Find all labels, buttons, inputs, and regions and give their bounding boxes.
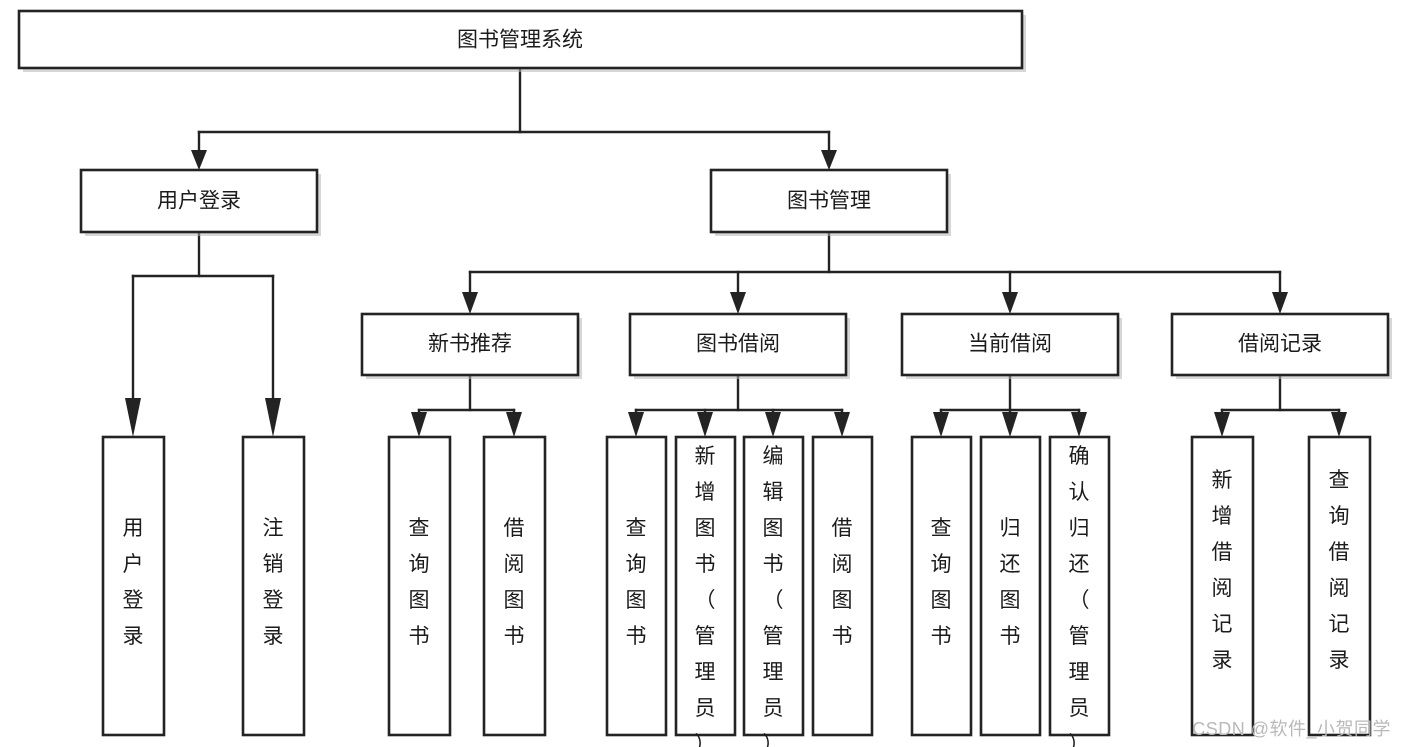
arrow-leaf-currentborrow-2 <box>1002 412 1018 437</box>
book-borrow-rect[interactable] <box>628 312 848 377</box>
leaf-label: 新增借阅记录 <box>1212 469 1233 672</box>
leaf-user-login-1[interactable]: 用户登录 <box>101 435 166 737</box>
leaf-label: 新增图书（管理员） <box>695 445 716 747</box>
node-current-borrow[interactable]: 当前借阅 <box>900 312 1122 379</box>
arrow-book-manage <box>821 150 837 170</box>
leaf-label: 查询图书 <box>626 517 647 648</box>
leaf-label: 查询图书 <box>931 517 952 648</box>
arrow-bookborrow <box>730 292 746 314</box>
leaf-new-book-recommend-2[interactable]: 借阅图书 <box>482 435 547 737</box>
arrow-leaf-currentborrow-3 <box>1071 412 1087 437</box>
borrow-record-label: 借阅记录 <box>1238 333 1322 356</box>
connector-layer <box>125 66 1347 437</box>
arrow-leaf-bookborrow-2 <box>697 412 713 437</box>
new-book-recommend-rect[interactable] <box>360 312 580 377</box>
leaf-current-borrow-2[interactable]: 归还图书 <box>979 435 1042 737</box>
leaf-rect[interactable] <box>241 435 306 737</box>
leaf-borrow-record-2[interactable]: 查询借阅记录 <box>1307 435 1372 737</box>
arrow-leaf-bookborrow-3 <box>765 412 781 437</box>
leaf-label: 查询借阅记录 <box>1329 469 1350 672</box>
leaf-rect[interactable] <box>1048 435 1111 737</box>
leaf-label: 注销登录 <box>263 517 284 648</box>
borrow-record-rect[interactable] <box>1170 312 1390 377</box>
book-management-rect[interactable] <box>709 168 949 234</box>
arrow-user-login <box>191 150 207 170</box>
leaf-rect[interactable] <box>387 435 452 737</box>
leaf-label: 归还图书 <box>1000 517 1021 648</box>
user-login-rect[interactable] <box>79 168 319 234</box>
leaf-label: 用户登录 <box>123 517 144 648</box>
arrow-currentborrow <box>1002 292 1018 314</box>
leaf-rect[interactable] <box>742 435 805 737</box>
current-borrow-label: 当前借阅 <box>968 333 1052 356</box>
node-user-login[interactable]: 用户登录 <box>79 168 321 236</box>
arrow-borrowrecord <box>1272 292 1288 314</box>
arrow-leaf-user-login-1 <box>125 398 141 437</box>
current-borrow-rect[interactable] <box>900 312 1120 377</box>
new-book-recommend-label: 新书推荐 <box>428 333 512 356</box>
leaf-new-book-recommend-1[interactable]: 查询图书 <box>387 435 452 737</box>
leaf-label: 确认归还（管理员） <box>1069 445 1090 747</box>
leaf-rect[interactable] <box>910 435 973 737</box>
leaf-label: 借阅图书 <box>504 517 525 648</box>
root-label: 图书管理系统 <box>457 29 583 52</box>
node-book-management[interactable]: 图书管理 <box>709 168 951 236</box>
leaf-borrow-record-1[interactable]: 新增借阅记录 <box>1190 435 1255 737</box>
arrow-leaf-borrowrecord-1 <box>1214 412 1230 437</box>
node-book-borrow[interactable]: 图书借阅 <box>628 312 850 379</box>
leaf-book-borrow-1[interactable]: 查询图书 <box>605 435 668 737</box>
leaf-label: 查询图书 <box>409 517 430 648</box>
arrow-newbook <box>462 292 478 314</box>
node-root[interactable]: 图书管理系统 <box>17 9 1026 72</box>
arrow-leaf-newbook-1 <box>411 412 427 437</box>
leaf-label: 借阅图书 <box>832 517 853 648</box>
node-borrow-record[interactable]: 借阅记录 <box>1170 312 1392 379</box>
leaf-rect[interactable] <box>979 435 1042 737</box>
leaf-rect[interactable] <box>1190 435 1255 737</box>
arrow-leaf-borrowrecord-2 <box>1331 412 1347 437</box>
arrow-leaf-bookborrow-1 <box>628 412 644 437</box>
leaf-rect[interactable] <box>811 435 874 737</box>
arrow-leaf-bookborrow-4 <box>834 412 850 437</box>
leaf-rect[interactable] <box>674 435 737 737</box>
leaf-book-borrow-3[interactable]: 编辑图书（管理员） <box>742 435 805 747</box>
leaf-rect[interactable] <box>1307 435 1372 737</box>
leaf-book-borrow-2[interactable]: 新增图书（管理员） <box>674 435 737 747</box>
arrow-leaf-currentborrow-1 <box>933 412 949 437</box>
leaf-current-borrow-1[interactable]: 查询图书 <box>910 435 973 737</box>
leaf-rect[interactable] <box>101 435 166 737</box>
leaf-label: 编辑图书（管理员） <box>763 445 784 747</box>
root-rect[interactable] <box>17 9 1024 70</box>
leaf-rect[interactable] <box>605 435 668 737</box>
book-management-label: 图书管理 <box>787 190 871 213</box>
leaf-user-login-2[interactable]: 注销登录 <box>241 435 306 737</box>
book-borrow-label: 图书借阅 <box>696 333 780 356</box>
leaf-current-borrow-3[interactable]: 确认归还（管理员） <box>1048 435 1111 747</box>
node-new-book-recommend[interactable]: 新书推荐 <box>360 312 582 379</box>
user-login-label: 用户登录 <box>157 190 241 213</box>
leaf-rect[interactable] <box>482 435 547 737</box>
arrow-leaf-user-login-2 <box>265 398 281 437</box>
leaf-book-borrow-4[interactable]: 借阅图书 <box>811 435 874 737</box>
arrow-leaf-newbook-2 <box>506 412 522 437</box>
